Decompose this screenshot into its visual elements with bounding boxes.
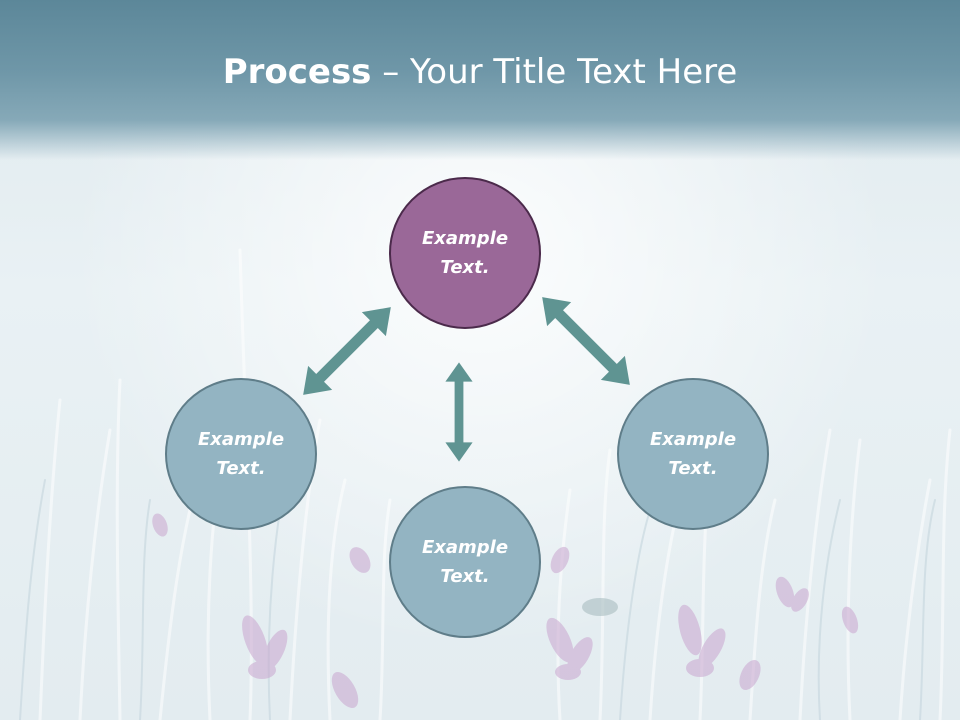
arrow-top-right [530, 285, 642, 397]
node-left[interactable]: Example Text. [165, 378, 317, 530]
node-right-label: Example Text. [649, 429, 737, 479]
node-bottom-label: Example Text. [421, 537, 509, 587]
title-rest: – Your Title Text Here [371, 52, 738, 92]
title-bold: Process [222, 52, 372, 92]
node-top[interactable]: Example Text. [389, 177, 541, 329]
node-top-label: Example Text. [421, 228, 509, 278]
title-bar [0, 0, 960, 160]
node-left-label: Example Text. [197, 429, 285, 479]
arrow-top-left [291, 295, 403, 407]
slide-title: Process – Your Title Text Here [0, 52, 960, 92]
node-bottom[interactable]: Example Text. [389, 486, 541, 638]
arrow-top-bottom [445, 362, 473, 462]
node-right[interactable]: Example Text. [617, 378, 769, 530]
